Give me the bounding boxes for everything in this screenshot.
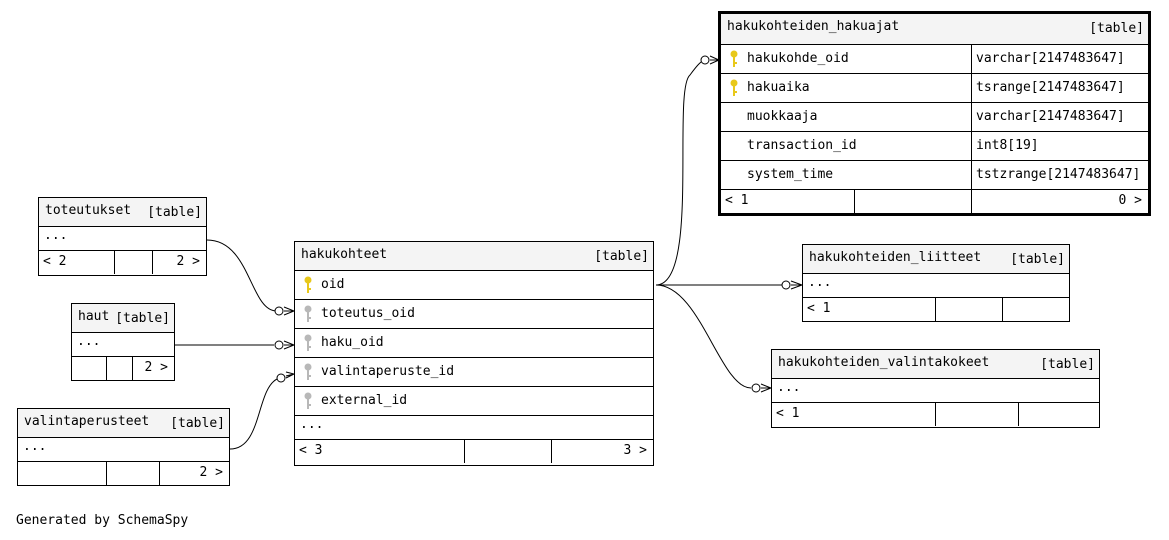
parent-count[interactable]: < 2 [43,254,67,269]
parent-count[interactable]: < 1 [807,301,831,316]
child-count[interactable]: 2 > [159,462,229,485]
parent-count[interactable]: < 3 [299,443,323,458]
edge-hakuajat-hakukohteet [655,59,707,286]
table-header: hakukohteiden_liitteet [table] [803,245,1069,274]
table-footer: < 1 0 > [721,190,1148,213]
table-hakukohteiden-valintakokeet[interactable]: hakukohteiden_valintakokeet [table] ... … [771,349,1100,428]
column-row[interactable]: transaction_id int8[19] [721,132,1148,161]
column-row[interactable]: toteutus_oid [295,300,653,329]
edge-toteutukset-hakukohteet [206,239,277,312]
table-footer: 2 > [72,357,174,380]
table-type-label: [table] [115,311,170,326]
edge-hakukohteet-valintakokeet [655,284,752,389]
table-header: valintaperusteet [table] [18,409,229,438]
column-name: muokkaaja [747,109,818,124]
columns-ellipsis: ... [39,227,206,251]
table-footer: < 2 2 > [39,251,206,274]
column-name: valintaperuste_id [321,364,455,379]
foreign-key-icon [304,305,312,322]
column-type: tsrange[2147483647] [971,74,1148,102]
table-name: hakukohteiden_liitteet [809,250,982,265]
column-name: haku_oid [321,335,384,350]
parent-count[interactable]: < 1 [776,406,800,421]
table-name: valintaperusteet [24,414,150,429]
table-type-label: [table] [1040,357,1095,372]
columns-ellipsis: ... [295,416,653,440]
column-type: int8[19] [971,132,1148,160]
columns-ellipsis: ... [18,438,229,462]
columns-ellipsis: ... [72,333,174,357]
primary-key-icon [730,79,738,96]
column-row[interactable]: hakuaika tsrange[2147483647] [721,74,1148,103]
foreign-key-icon [304,392,312,409]
table-footer: < 1 [803,298,1069,321]
edge-valintaperusteet-hakukohteet [229,378,278,450]
table-header: hakukohteet [table] [295,242,653,271]
foreign-key-icon [304,334,312,351]
column-type: varchar[2147483647] [971,45,1148,73]
table-name: hakukohteet [301,247,388,262]
parent-count[interactable]: < 1 [725,193,749,208]
edge-end-circle [700,55,710,65]
table-header: haut [table] [72,304,174,333]
child-count[interactable]: 3 > [551,440,653,463]
column-name: oid [321,277,345,292]
table-valintaperusteet[interactable]: valintaperusteet [table] ... 2 > [17,408,230,486]
table-name: hakukohteiden_valintakokeet [778,355,990,370]
column-row[interactable]: haku_oid [295,329,653,358]
child-count[interactable]: 2 > [132,357,174,380]
foreign-key-icon [304,363,312,380]
column-row[interactable]: external_id [295,387,653,416]
generated-by-text: Generated by SchemaSpy [16,513,189,528]
column-name: external_id [321,393,408,408]
table-type-label: [table] [594,249,649,264]
table-hakukohteiden-hakuajat[interactable]: hakukohteiden_hakuajat [table] hakukohde… [718,11,1151,216]
column-row[interactable]: oid [295,271,653,300]
column-row[interactable]: system_time tstzrange[2147483647] [721,161,1148,190]
column-row[interactable]: hakukohde_oid varchar[2147483647] [721,45,1148,74]
table-type-label: [table] [1089,21,1144,36]
column-type: tstzrange[2147483647] [971,161,1148,189]
child-count[interactable]: 0 > [971,190,1148,213]
column-name: toteutus_oid [321,306,415,321]
table-name: hakukohteiden_hakuajat [727,19,900,34]
table-toteutukset[interactable]: toteutukset [table] ... < 2 2 > [38,197,207,276]
table-name: toteutukset [45,203,132,218]
columns-ellipsis: ... [803,274,1069,298]
table-footer: 2 > [18,462,229,485]
table-name: haut [78,309,110,324]
column-row[interactable]: muokkaaja varchar[2147483647] [721,103,1148,132]
columns-ellipsis: ... [772,379,1099,403]
table-type-label: [table] [170,416,225,431]
primary-key-icon [730,50,738,67]
column-name: hakukohde_oid [747,51,849,66]
column-name: transaction_id [747,138,857,153]
child-count[interactable]: 2 > [152,251,206,274]
table-header: hakukohteiden_hakuajat [table] [721,14,1148,45]
primary-key-icon [304,276,312,293]
table-header: toteutukset [table] [39,198,206,227]
column-row[interactable]: valintaperuste_id [295,358,653,387]
column-type: varchar[2147483647] [971,103,1148,131]
column-name: hakuaika [747,80,810,95]
column-name: system_time [747,167,834,182]
table-type-label: [table] [1010,252,1065,267]
table-hakukohteiden-liitteet[interactable]: hakukohteiden_liitteet [table] ... < 1 [802,244,1070,322]
table-type-label: [table] [147,205,202,220]
table-haut[interactable]: haut [table] ... 2 > [71,303,175,381]
table-header: hakukohteiden_valintakokeet [table] [772,350,1099,379]
table-footer: < 3 3 > [295,440,653,463]
table-hakukohteet[interactable]: hakukohteet [table] oid toteutus_oid hak… [294,241,654,466]
table-footer: < 1 [772,403,1099,426]
